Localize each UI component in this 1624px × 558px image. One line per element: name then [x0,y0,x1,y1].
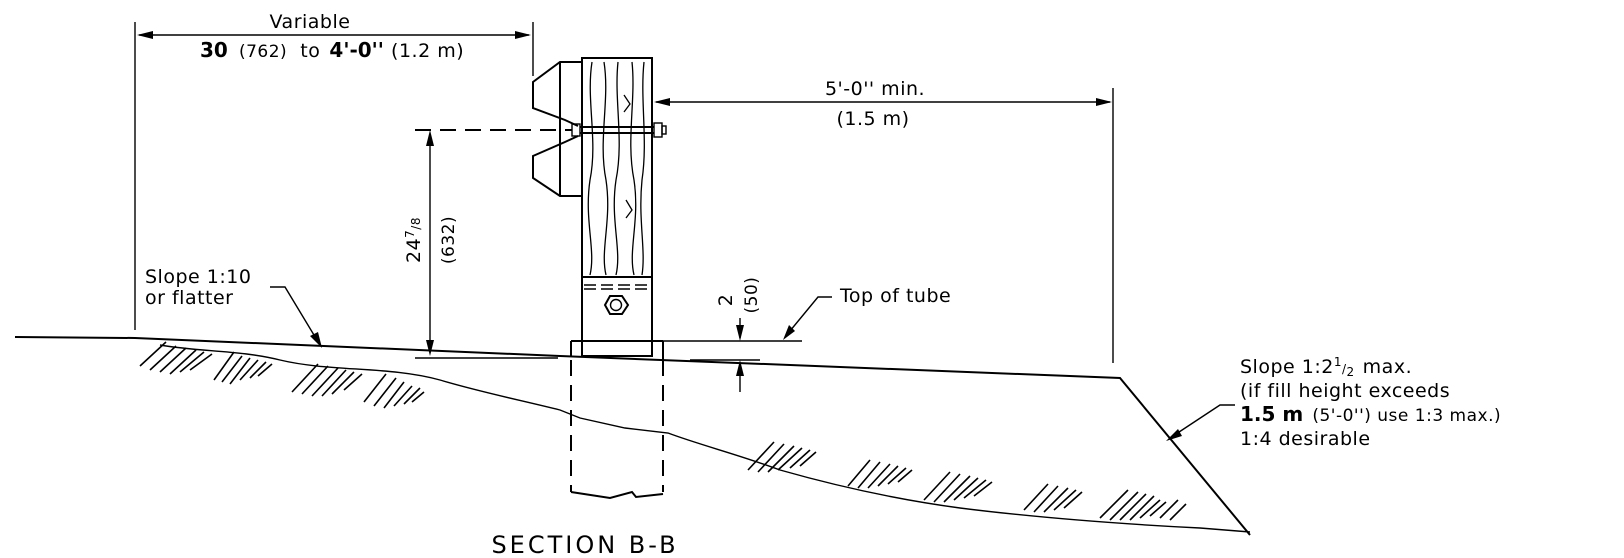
soil-hatching [139,341,1187,521]
dimension-variable [134,22,534,330]
dim-5ft-imp: 5'-0'' min. [825,78,925,100]
dim-variable-imp2: 4'-0'' [329,38,384,62]
dim-height-met: (632) [439,216,459,264]
top-of-tube-label: Top of tube [839,285,951,307]
dim-variable-values: 30 (762) to 4'-0'' (1.2 m) [200,38,464,62]
leader-slope-right [1166,404,1235,441]
dim-5ft-met: (1.5 m) [836,108,909,130]
wood-grain [587,61,645,276]
dim-variable-to: to [300,40,320,62]
w-beam-rail [532,61,582,197]
slope-left-line2: or flatter [145,287,234,309]
dim-variable-imp: 30 [200,38,228,62]
slope-right-line2: (if fill height exceeds [1240,380,1450,402]
dim-variable-met2: (1.2 m) [391,40,464,62]
svg-text:247/8: 247/8 [403,217,425,263]
dim-height-imp: 247/8 [403,217,425,263]
dimension-height [415,129,572,359]
ground-line [14,336,1251,536]
slope-left-line1: Slope 1:10 [145,266,251,288]
rail-bolt [571,122,667,138]
leader-slope-left [270,286,322,348]
section-title: SECTION B-B [491,531,678,558]
dim-variable-label: Variable [270,11,351,33]
dim-height-den: 8 [409,217,423,225]
dim-height-num: 7 [403,230,417,238]
dimension-5ft [654,88,1114,363]
slope-right-line3: 1.5 m (5'-0'') use 1:3 max.) [1240,402,1501,426]
hex-nut-icon [603,295,630,315]
dim-variable-met: (762) [239,42,287,62]
dim-height-whole: 24 [403,238,425,263]
steel-foundation-tube [570,340,664,500]
dim-2in-imp: 2 [715,294,737,307]
dimension-2in [656,318,802,392]
dim-2in-met: (50) [742,277,762,314]
wood-post [581,57,653,357]
slope-right-line4: 1:4 desirable [1240,428,1371,450]
soil-lower-boundary [159,344,1251,533]
leader-top-of-tube [783,296,832,340]
